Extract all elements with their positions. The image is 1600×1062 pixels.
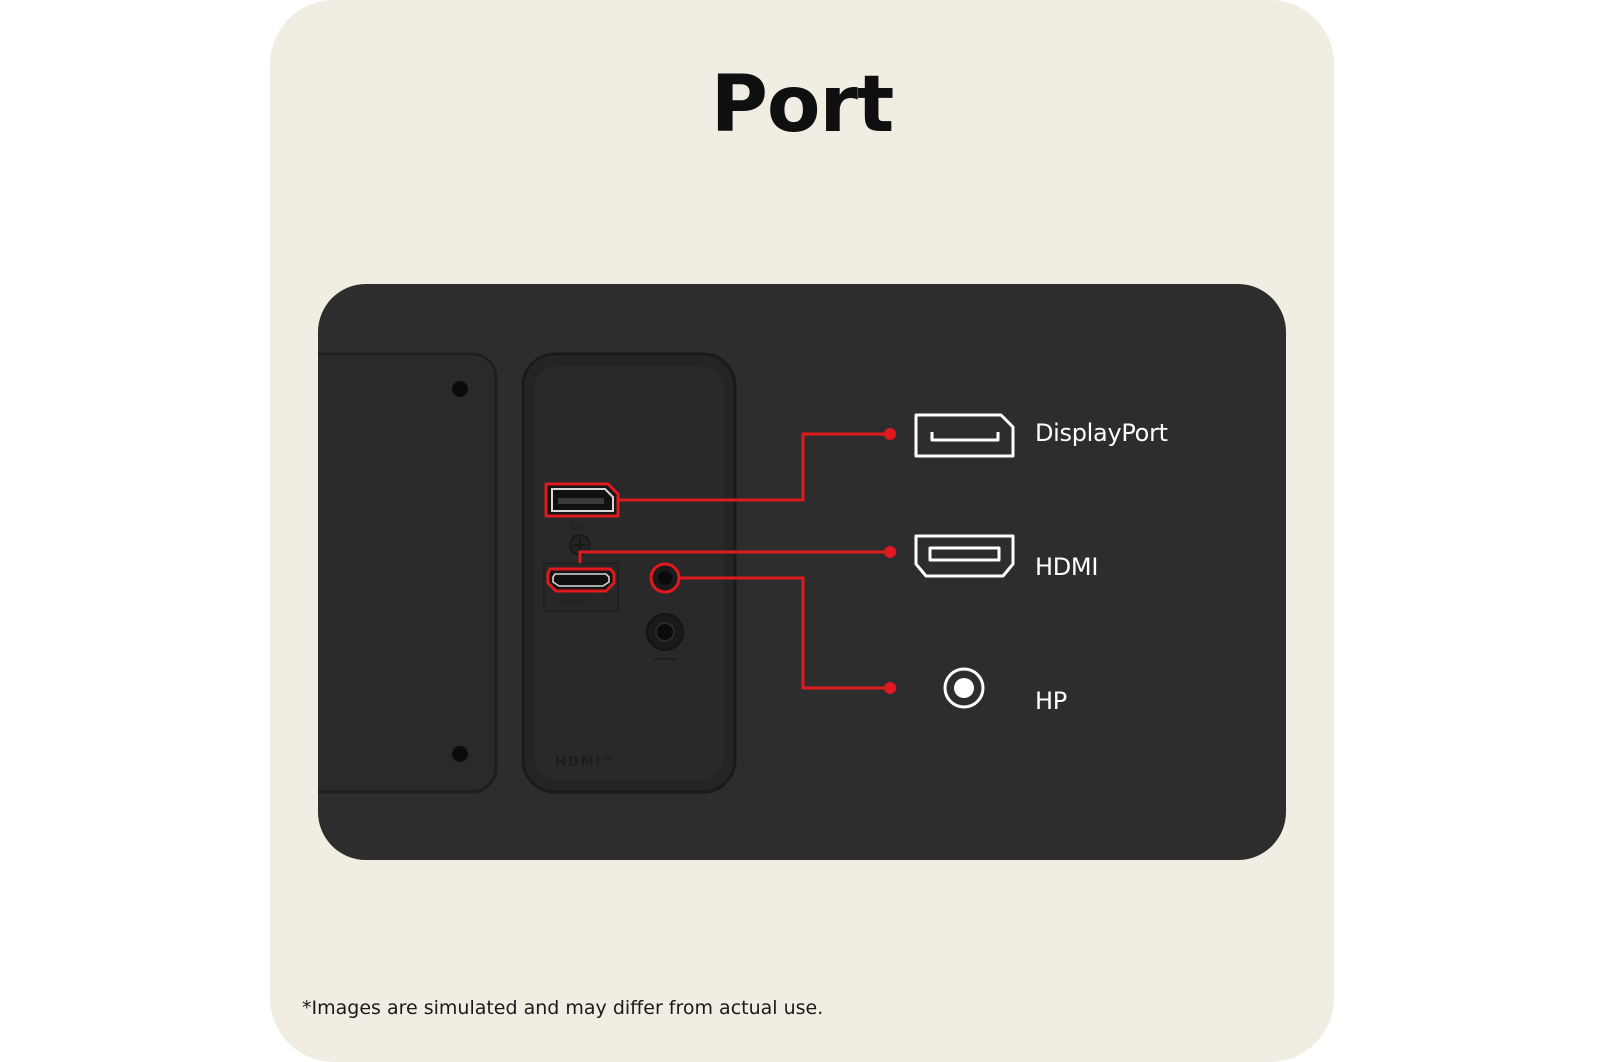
port-bay: HDMI™: [521, 352, 737, 794]
hdmi-label: HDMI: [1035, 553, 1099, 581]
physical-displayport: DP: [544, 482, 620, 556]
hdmi-marking: HDMI™: [556, 597, 593, 608]
hdmi-connector-line: [578, 550, 888, 563]
connector-dots: [884, 428, 896, 694]
page-title: Port: [710, 60, 895, 150]
disclaimer-text: *Images are simulated and may differ fro…: [302, 997, 824, 1019]
cover-plate: [318, 352, 498, 794]
displayport-label: DisplayPort: [1035, 419, 1168, 447]
dp-marking: DP: [570, 520, 585, 533]
hdmi-logo-marking: HDMI™: [555, 755, 617, 770]
svg-text:— —: — —: [657, 599, 678, 609]
physical-hdmi-port: HDMI™: [543, 562, 619, 612]
hp-label: HP: [1035, 687, 1067, 715]
hdmi-icon: [914, 534, 1015, 578]
displayport-icon: [914, 413, 1015, 458]
physical-headphone-jack: — —: [649, 562, 681, 609]
connector-lines: [578, 432, 888, 690]
screw-hole-top: [452, 381, 468, 397]
screw-hole-bottom: [452, 746, 468, 762]
dp-connector-line: [618, 432, 888, 502]
headphone-jack-icon: [943, 667, 985, 709]
dc-power-jack: [646, 613, 684, 660]
port-diagram: HDMI™ DP HDMI™ — —: [318, 352, 1015, 794]
hp-connector-line: [679, 576, 888, 690]
